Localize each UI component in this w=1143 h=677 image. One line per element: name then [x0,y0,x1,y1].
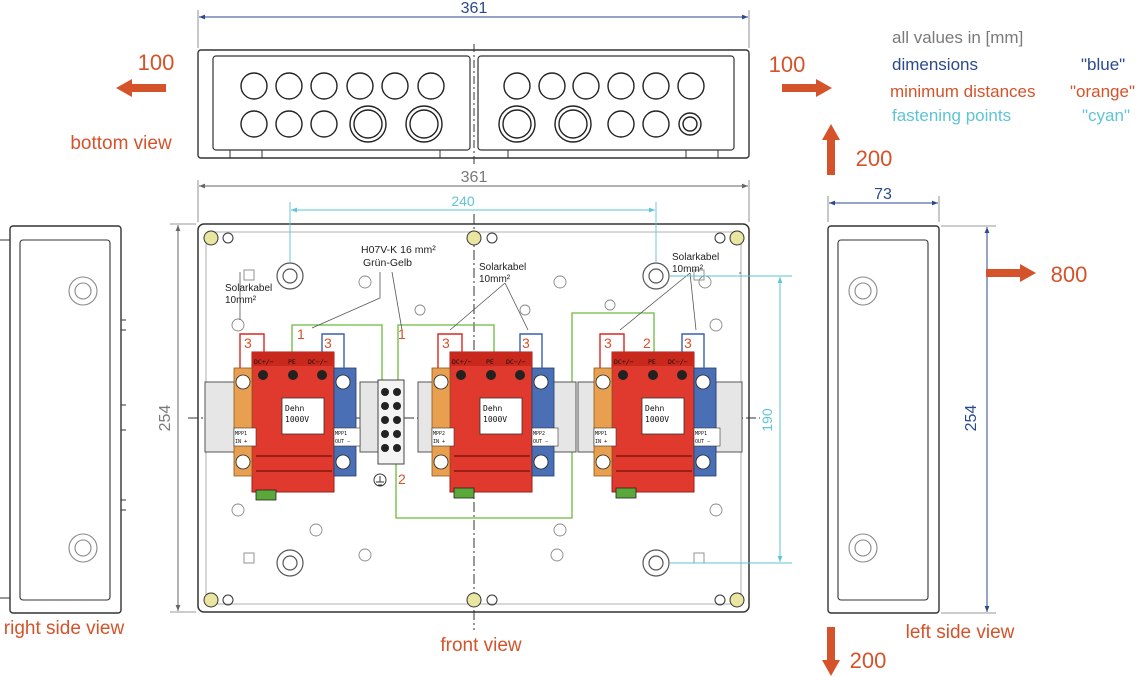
module-2-dc-minus: DC−/− [506,358,526,366]
min-top-label: 200 [856,146,893,171]
module-3-dc-minus: DC−/− [668,358,688,366]
min-side-label: 800 [1051,262,1088,287]
dim-front-width-label: 361 [461,169,488,186]
cable-loops [239,333,705,368]
mpp1-in: IN + [235,439,247,445]
solar-2-label-b: 10mm² [479,274,511,285]
dimension-fastening-height: 190 [670,275,792,564]
right-side-view [0,225,126,614]
num-2-a: 2 [643,335,651,351]
leader-lines [239,271,741,331]
dimension-top-width: 361 [197,0,750,48]
mpp3-in: IN + [595,439,607,445]
solar-1-label-a: Solarkabel [225,283,272,294]
module-1-dc-plus: DC+/− [254,358,274,366]
mpp-connectors: MPP1 OUT − MPP1 IN + MPP2 OUT − MPP2 IN … [233,367,721,477]
front-view-label: front view [440,635,522,656]
mpp1-out: OUT − [335,439,350,445]
num-2-b: 2 [398,471,406,487]
solar-2-label-a: Solarkabel [479,262,526,273]
front-view: Dehn 1000V DC+/− PE DC−/− Dehn 1000V DC+… [188,214,760,630]
min-bottom-label: 200 [850,648,887,673]
surge-module-3: Dehn 1000V DC+/− PE DC−/− [611,351,695,499]
module-3-brand: Dehn [645,404,664,413]
dim-fastening-width-label: 240 [451,193,475,209]
min-distance-top: 200 [822,124,892,175]
mpp3-label: MPP1 [695,431,707,437]
left-side-view [827,225,940,614]
num-3-f: 3 [684,335,692,351]
legend-title: all values in [mm] [892,28,1023,47]
earth-cable-label-1: H07V-K 16 mm² [361,244,436,256]
num-1-b: 1 [398,326,406,342]
module-3-dc-plus: DC+/− [614,358,634,366]
dimension-side-height: 254 [941,225,996,614]
solar-3-label-b: 10mm² [672,264,704,275]
mounting-marks [231,269,723,564]
cable-gland-holes [240,72,705,143]
num-3-c: 3 [442,335,450,351]
legend-minimum-label: minimum distances [890,82,1036,101]
mpp3-out: OUT − [695,439,710,445]
legend-dimensions-value: "blue" [1081,55,1125,74]
dimension-front-height: 254 [157,223,196,613]
dimension-front-width: 361 [197,169,750,222]
min-distance-side: 800 [986,262,1087,287]
surge-module-1: Dehn 1000V DC+/− PE DC−/− [251,351,335,501]
module-3-pe: PE [648,358,656,366]
module-1-pe: PE [288,358,296,366]
module-1-dc-minus: DC−/− [308,358,328,366]
solar-1-label-b: 10mm² [225,295,257,306]
left-side-view-label: left side view [906,622,1015,643]
mpp2-label: MPP2 [533,431,545,437]
solar-3-label-a: Solarkabel [672,252,719,263]
num-3-e: 3 [604,335,612,351]
dim-side-height-label: 254 [963,405,980,432]
legend-fastening-label: fastening points [892,106,1011,125]
legend-minimum-value: "orange" [1070,82,1135,101]
min-right-label: 100 [769,52,806,77]
fastening-points [276,262,670,577]
dim-fastening-height-label: 190 [759,408,775,432]
earth-cable-label-2: Grün-Gelb [363,257,412,269]
module-1-brand: Dehn [285,404,304,413]
mpp2-out: OUT − [533,439,548,445]
dim-side-depth-label: 73 [874,186,892,203]
bottom-view [197,44,750,165]
num-3-b: 3 [324,335,332,351]
dim-front-height-label: 254 [157,405,174,432]
legend-fastening-value: "cyan" [1082,106,1130,125]
mpp2-label-left: MPP2 [433,431,445,437]
num-3-d: 3 [522,335,530,351]
corner-screws [203,230,745,608]
module-3-voltage: 1000V [645,415,669,424]
legend: all values in [mm] dimensions "blue" min… [890,28,1135,125]
mpp1-label-left: MPP1 [235,431,247,437]
module-2-brand: Dehn [483,404,502,413]
module-2-pe: PE [486,358,494,366]
dimension-side-depth: 73 [827,186,940,222]
surge-module-2: Dehn 1000V DC+/− PE DC−/− [449,351,533,499]
dim-top-width-label: 361 [461,0,488,17]
num-3-a: 3 [244,335,252,351]
wire-numbers: 3 1 3 1 3 3 3 2 3 2 [244,326,692,487]
legend-dimensions-label: dimensions [892,55,978,74]
module-2-voltage: 1000V [483,415,507,424]
num-1-a: 1 [297,326,305,342]
earth-terminal-block [373,379,405,487]
module-2-dc-plus: DC+/− [452,358,472,366]
right-side-view-label: right side view [4,618,125,639]
min-distance-right: 100 [769,52,832,97]
mpp2-in: IN + [433,439,445,445]
min-distance-bottom: 200 [822,627,886,676]
min-left-label: 100 [138,50,175,75]
min-distance-left: 100 [116,50,174,97]
mpp1-label: MPP1 [335,431,347,437]
dimension-fastening-width: 240 [289,193,657,262]
module-1-voltage: 1000V [285,415,309,424]
mpp3-label-left: MPP1 [595,431,607,437]
bottom-view-label: bottom view [70,133,172,154]
